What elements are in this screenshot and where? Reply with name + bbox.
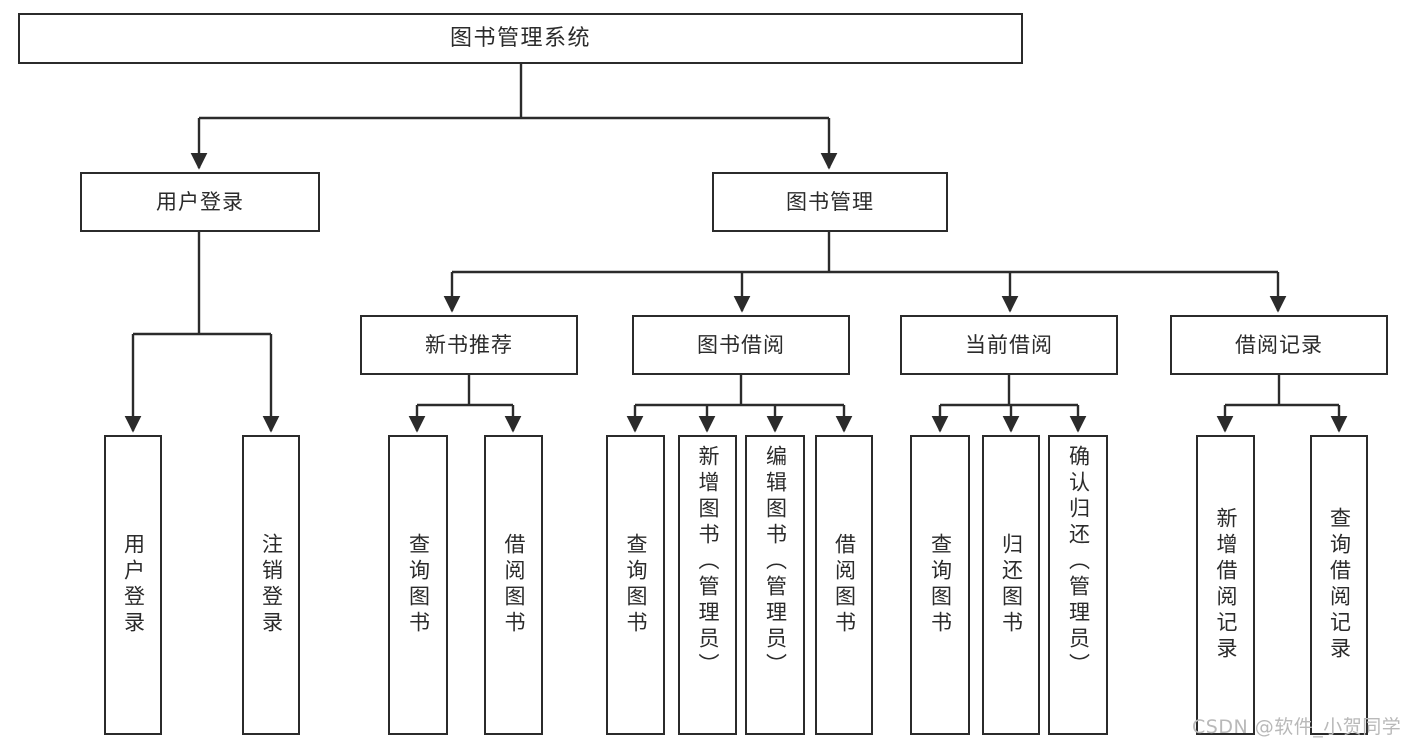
node-leaf-borrow-book-2[interactable]: 借阅图书 [815,435,873,735]
node-leaf-borrow-book-1-label: 借阅图书 [502,533,526,637]
node-user-login[interactable]: 用户登录 [80,172,320,232]
node-book-manage[interactable]: 图书管理 [712,172,948,232]
node-borrow-record[interactable]: 借阅记录 [1170,315,1388,375]
node-leaf-edit-book-label: 编辑图书（管理员） [763,445,788,679]
node-book-manage-label: 图书管理 [786,189,874,214]
node-new-book-recommend[interactable]: 新书推荐 [360,315,578,375]
node-new-book-recommend-label: 新书推荐 [425,332,513,357]
node-book-borrow[interactable]: 图书借阅 [632,315,850,375]
csdn-watermark: CSDN @软件_小贺同学 [1192,716,1402,738]
node-leaf-query-book-2-label: 查询图书 [624,533,648,637]
node-borrow-record-label: 借阅记录 [1235,332,1323,357]
node-leaf-add-record-label: 新增借阅记录 [1214,507,1238,663]
node-current-borrow[interactable]: 当前借阅 [900,315,1118,375]
node-leaf-query-book-1[interactable]: 查询图书 [388,435,448,735]
node-leaf-query-book-3[interactable]: 查询图书 [910,435,970,735]
node-leaf-confirm-return[interactable]: 确认归还（管理员） [1048,435,1108,735]
node-book-borrow-label: 图书借阅 [697,332,785,357]
node-leaf-user-login[interactable]: 用户登录 [104,435,162,735]
node-leaf-query-book-1-label: 查询图书 [406,533,431,637]
node-leaf-return-book[interactable]: 归还图书 [982,435,1040,735]
node-user-login-label: 用户登录 [156,189,244,214]
node-leaf-logout[interactable]: 注销登录 [242,435,300,735]
node-leaf-confirm-return-label: 确认归还（管理员） [1066,445,1091,679]
node-leaf-return-book-label: 归还图书 [999,533,1024,637]
node-leaf-query-record-label: 查询借阅记录 [1327,507,1352,663]
node-leaf-logout-label: 注销登录 [259,533,284,637]
node-leaf-borrow-book-2-label: 借阅图书 [832,533,857,637]
node-leaf-borrow-book-1[interactable]: 借阅图书 [484,435,543,735]
node-leaf-edit-book[interactable]: 编辑图书（管理员） [745,435,805,735]
node-leaf-query-book-2[interactable]: 查询图书 [606,435,665,735]
node-leaf-query-record[interactable]: 查询借阅记录 [1310,435,1368,735]
node-root-system[interactable]: 图书管理系统 [18,13,1023,64]
node-leaf-query-book-3-label: 查询图书 [928,533,953,637]
node-leaf-user-login-label: 用户登录 [121,533,146,637]
node-leaf-add-book-label: 新增图书（管理员） [696,445,720,679]
node-root-system-label: 图书管理系统 [449,25,591,51]
node-leaf-add-record[interactable]: 新增借阅记录 [1196,435,1255,735]
node-current-borrow-label: 当前借阅 [965,332,1053,357]
node-leaf-add-book[interactable]: 新增图书（管理员） [678,435,737,735]
